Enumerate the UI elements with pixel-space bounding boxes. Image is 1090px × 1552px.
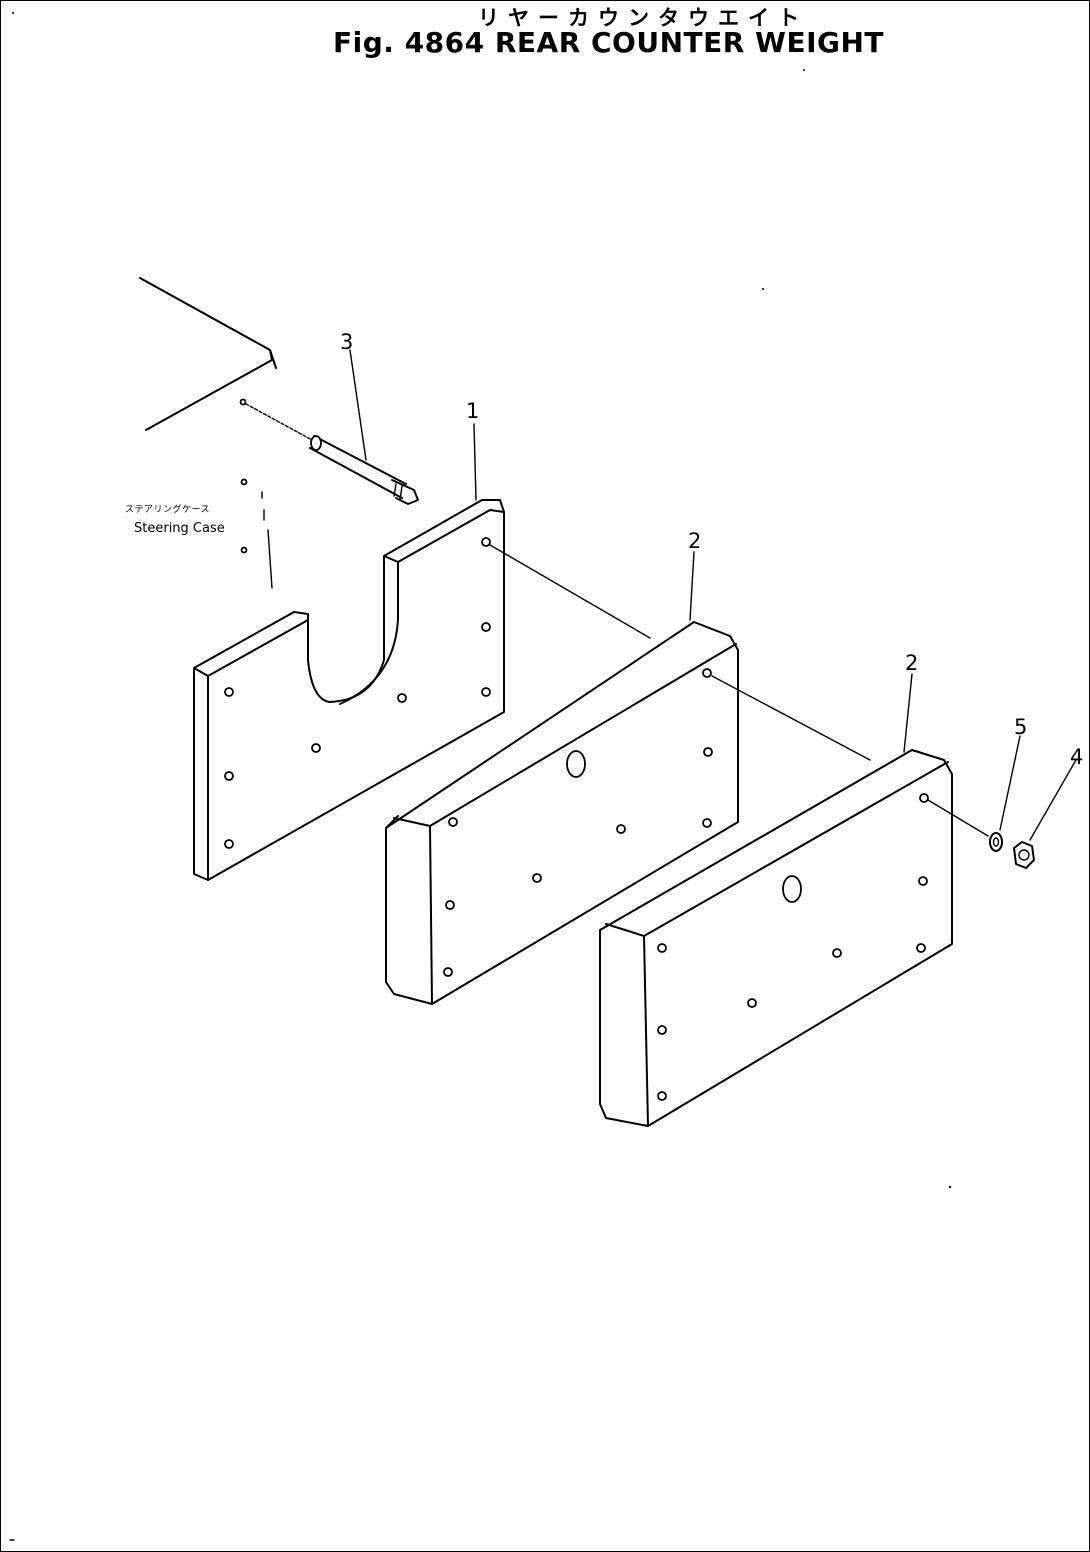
callout-4: 4 bbox=[1070, 745, 1083, 769]
bracket-plate bbox=[193, 499, 505, 881]
steering-case-label-japanese: ステアリングケース bbox=[125, 503, 210, 515]
figure-title-japanese: リヤーカウンタウエイト bbox=[478, 6, 808, 30]
callout-3: 3 bbox=[340, 330, 353, 354]
hex-nut bbox=[1013, 841, 1035, 869]
counter-weight-plate-1 bbox=[385, 621, 739, 1005]
callout-2-second: 2 bbox=[905, 651, 918, 675]
callout-5: 5 bbox=[1014, 715, 1027, 739]
leader-lines bbox=[349, 349, 1077, 841]
scan-specks bbox=[9, 12, 952, 1541]
callout-1: 1 bbox=[466, 399, 479, 423]
steering-case-label: Steering Case bbox=[134, 521, 225, 536]
steering-case-outline bbox=[139, 277, 277, 589]
figure-title: Fig. 4864 REAR COUNTER WEIGHT bbox=[333, 26, 884, 59]
callout-2-first: 2 bbox=[688, 529, 701, 553]
stud-bolt bbox=[245, 403, 419, 505]
assembly-lines bbox=[489, 544, 989, 837]
spring-washer bbox=[989, 832, 1003, 852]
counter-weight-plate-2 bbox=[599, 749, 953, 1127]
